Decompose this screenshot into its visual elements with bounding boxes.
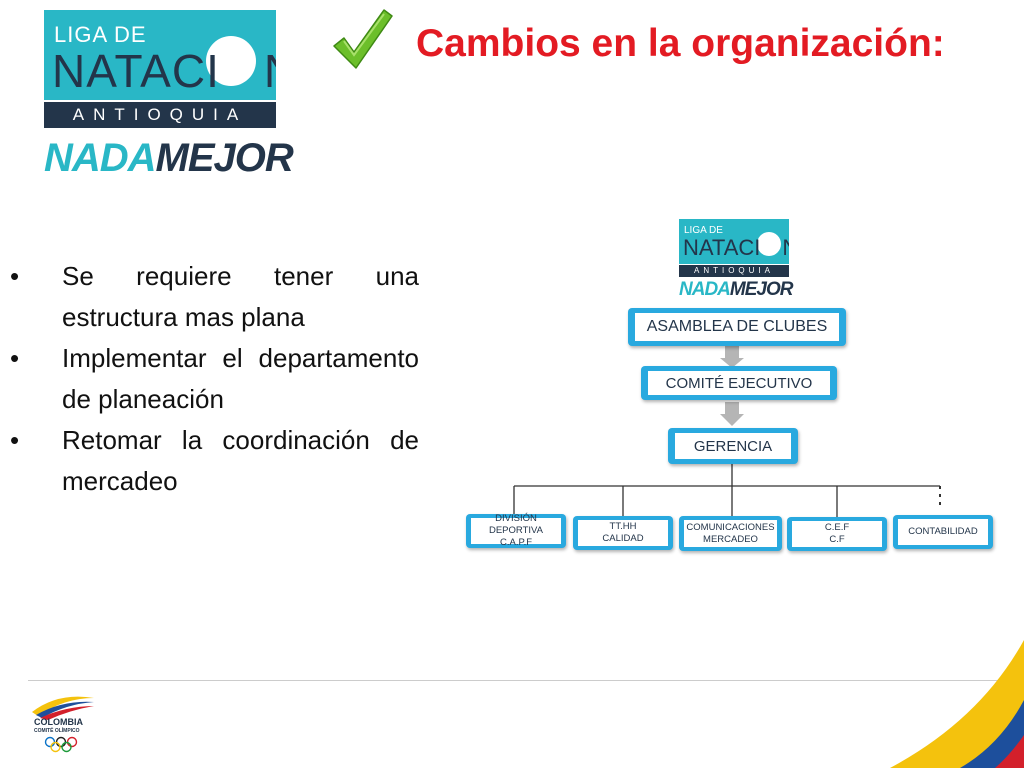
org-box-cef: C.E.F C.F bbox=[787, 517, 887, 551]
logo-natacion-text: NATACIN bbox=[52, 45, 276, 97]
dept-line: COMUNICACIONES bbox=[686, 521, 775, 533]
logo-liga-text: LIGA DE bbox=[54, 22, 147, 47]
arrow-down-icon bbox=[720, 346, 744, 368]
dept-line: CONTABILIDAD bbox=[908, 526, 978, 537]
bullet-item: Se requiere tener una estructura mas pla… bbox=[6, 256, 419, 338]
bullet-list: Se requiere tener una estructura mas pla… bbox=[6, 256, 419, 502]
org-chart-logo: LIGA DE NATACIN ANTIOQUIA NADAMEJOR bbox=[679, 219, 793, 303]
org-box-tthh: TT.HH CALIDAD bbox=[573, 516, 673, 550]
bullet-item: Retomar la coordinación de mercadeo bbox=[6, 420, 419, 502]
logo-slogan: NADAMEJOR bbox=[44, 136, 294, 180]
org-box-contabilidad: CONTABILIDAD bbox=[893, 515, 993, 549]
logo-antioquia-text: ANTIOQUIA bbox=[44, 102, 276, 128]
colombia-flag-swoosh bbox=[32, 696, 94, 720]
logo-circle bbox=[206, 36, 256, 86]
dept-line: C.F bbox=[829, 534, 845, 545]
org-box-asamblea: ASAMBLEA DE CLUBES bbox=[628, 308, 846, 346]
dept-line: MERCADEO bbox=[703, 533, 758, 545]
footer-divider bbox=[28, 680, 998, 681]
footer-colombia-text: COLOMBIA bbox=[34, 717, 83, 727]
org-box-division-deportiva: DIVISIÓN DEPORTIVA C.A.P.F bbox=[466, 513, 566, 548]
org-box-comite: COMITÉ EJECUTIVO bbox=[641, 366, 837, 400]
arrow-down-icon bbox=[720, 402, 744, 426]
footer-comite-text: COMITÉ OLÍMPICO bbox=[34, 728, 80, 734]
dept-line: C.E.F bbox=[824, 522, 850, 533]
bullet-item: Implementar el departamento de planeació… bbox=[6, 338, 419, 420]
dept-line: DIVISIÓN DEPORTIVA bbox=[488, 513, 544, 536]
liga-natacion-logo: LIGA DE NATACIN ANTIOQUIA NADAMEJOR bbox=[44, 10, 294, 182]
org-box-comunicaciones: COMUNICACIONES MERCADEO bbox=[679, 516, 782, 551]
page-title: Cambios en la organización: bbox=[416, 22, 945, 65]
dept-line: TT.HH bbox=[609, 521, 637, 532]
logo-teal-panel: LIGA DE NATACIN bbox=[44, 10, 276, 100]
dept-line: C.A.P.F bbox=[499, 537, 533, 548]
org-connectors bbox=[513, 346, 941, 517]
olympic-rings-icon bbox=[44, 736, 78, 753]
corner-flag-ribbon bbox=[890, 640, 1024, 768]
dept-line: CALIDAD bbox=[602, 533, 644, 544]
check-icon bbox=[333, 9, 393, 69]
org-box-gerencia: GERENCIA bbox=[668, 428, 798, 464]
